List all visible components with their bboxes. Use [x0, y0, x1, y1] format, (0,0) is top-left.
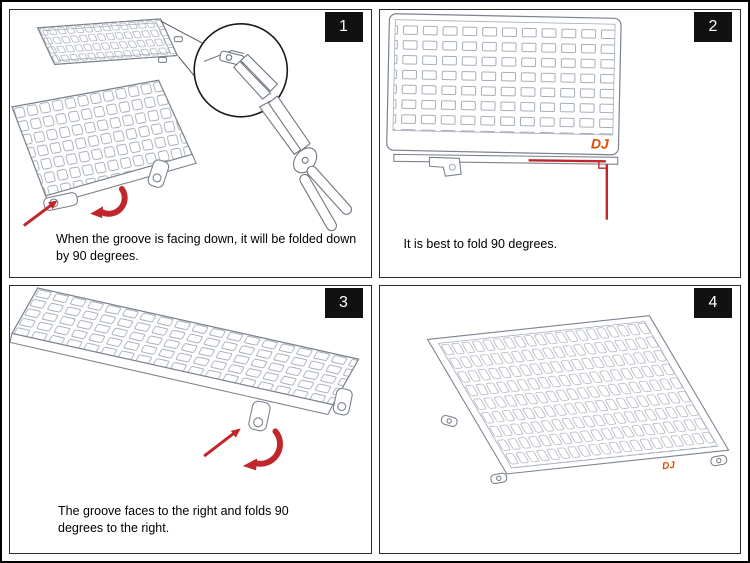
- panel-step-3: 3: [9, 285, 372, 554]
- step-number-badge: 4: [694, 288, 732, 318]
- step-number-badge: 2: [694, 12, 732, 42]
- mount-foot: [489, 472, 507, 485]
- fold-direction-arrow-icon: [203, 428, 283, 471]
- mount-foot: [709, 454, 727, 467]
- right-angle-guide: [528, 159, 608, 220]
- groove-tab: [248, 400, 271, 432]
- mount-foot: [440, 414, 458, 427]
- brand-logo: DJ: [590, 135, 608, 151]
- assembled-tray-view: DJ: [426, 315, 729, 485]
- pliers-icon: [258, 95, 353, 232]
- small-tray-view: [36, 18, 183, 65]
- step-caption: It is best to fold 90 degrees.: [403, 237, 558, 252]
- grate-perspective-view: [11, 79, 197, 211]
- grate-perspective-view: [10, 287, 360, 432]
- fold-direction-arrow-icon: [22, 186, 128, 227]
- step-caption: The groove faces to the right and folds …: [58, 504, 289, 536]
- step-number-badge: 1: [324, 12, 363, 42]
- hanging-tab: [147, 159, 170, 188]
- illustration-step-3: [10, 287, 360, 471]
- panel-step-2: 2 DJ It is best to fo: [378, 9, 741, 278]
- brand-logo: DJ: [661, 460, 675, 472]
- panel-step-1: 1: [9, 9, 372, 278]
- panel-step-4: 4 DJ: [378, 285, 741, 554]
- illustration-step-1: [11, 18, 353, 232]
- illustration-step-4: DJ: [426, 315, 729, 485]
- step-caption: When the groove is facing down, it will …: [56, 232, 357, 264]
- step-number-badge: 3: [324, 288, 363, 318]
- grid-panel-front-view: DJ: [385, 13, 622, 156]
- illustration-step-2: DJ: [385, 13, 622, 220]
- hanging-tab: [332, 387, 353, 416]
- magnifier-detail-circle: [160, 20, 289, 118]
- folded-edge: [392, 153, 618, 177]
